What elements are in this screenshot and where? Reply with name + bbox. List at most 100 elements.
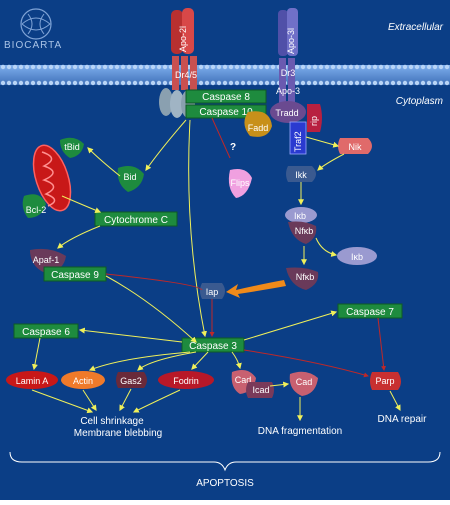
bcl2-node: Bcl-2	[22, 194, 47, 218]
lipid-head	[120, 64, 126, 70]
lipid-head	[402, 80, 408, 86]
arrow-cad-release	[269, 381, 290, 388]
ikb-free: Iκb	[337, 247, 377, 265]
arrow-cytc-apaf1	[57, 225, 101, 249]
lipid-head	[414, 80, 420, 86]
gas2-node: Gas2	[116, 372, 147, 388]
apoptosis-brace	[9, 451, 441, 472]
arrow-casp3-casp7	[243, 310, 338, 341]
lipid-head	[216, 64, 222, 70]
lipid-head	[366, 80, 372, 86]
lipid-head	[84, 80, 90, 86]
lipid-head	[426, 80, 432, 86]
lipid-head	[396, 80, 402, 86]
lipid-head	[264, 80, 270, 86]
arrow-gas2-out	[119, 388, 132, 412]
nfkb-free: Nfκb	[286, 267, 319, 290]
lipid-head	[438, 80, 444, 86]
lipid-head	[228, 64, 234, 70]
lipid-head	[354, 64, 360, 70]
arrow-fodrin-out	[132, 389, 181, 413]
tradd-node: Tradd	[270, 101, 306, 123]
lipid-head	[60, 64, 66, 70]
lipid-head	[318, 80, 324, 86]
arrow-parp-repair	[389, 390, 401, 412]
arrow-casp8-bid	[145, 119, 187, 171]
fadd-label: Fadd	[248, 123, 269, 133]
bid-label: Bid	[123, 172, 136, 182]
lipid-head	[156, 80, 162, 86]
lipid-head	[390, 80, 396, 86]
lipid-head	[96, 80, 102, 86]
lipid-head	[432, 80, 438, 86]
arrow-bid-tbid	[87, 147, 121, 177]
lipid-head	[252, 80, 258, 86]
arrow-casp3-casp6	[78, 327, 183, 343]
lipid-head	[312, 64, 318, 70]
lipid-head	[318, 64, 324, 70]
lipid-head	[378, 64, 384, 70]
lipid-head	[306, 64, 312, 70]
lipid-head	[216, 80, 222, 86]
lipid-head	[72, 80, 78, 86]
lipid-head	[66, 64, 72, 70]
lamin-a-label: Lamin A	[16, 376, 49, 386]
lamin-a-node: Lamin A	[6, 371, 58, 389]
caspase9-label: Caspase 9	[51, 270, 99, 281]
apoptosis-label: APOPTOSIS	[196, 478, 254, 489]
lipid-head	[300, 64, 306, 70]
lipid-head	[444, 64, 450, 70]
brand-label: BIOCARTA	[4, 40, 62, 51]
lipid-head	[0, 80, 6, 86]
lipid-head	[114, 64, 120, 70]
flips-node: Flips	[228, 169, 252, 198]
apo2l-label: Apo-2l	[178, 26, 188, 52]
lipid-head	[54, 80, 60, 86]
lipid-head	[108, 64, 114, 70]
lipid-head	[348, 64, 354, 70]
cytoplasm-label: Cytoplasm	[396, 96, 443, 107]
lipid-head	[432, 64, 438, 70]
lipid-head	[258, 80, 264, 86]
nfkb1-label: Nfκb	[295, 226, 314, 236]
lipid-head	[162, 80, 168, 86]
lipid-head	[270, 64, 276, 70]
lipid-head	[408, 64, 414, 70]
apo2l-ligand: Apo-2l	[171, 8, 194, 54]
arrow-casp6-lamin	[31, 337, 41, 371]
lipid-head	[198, 80, 204, 86]
mitochondrion	[32, 144, 72, 212]
lipid-head	[42, 64, 48, 70]
arrow-lamin-out	[31, 389, 94, 414]
caspase3-label: Caspase 3	[189, 341, 237, 352]
lipid-head	[240, 64, 246, 70]
lipid-head	[228, 80, 234, 86]
lipid-head	[408, 80, 414, 86]
dr45-label: Dr4/5	[175, 70, 197, 80]
inhibition-arrows	[105, 117, 387, 378]
lipid-head	[54, 64, 60, 70]
lipid-head	[234, 64, 240, 70]
nik-label: Nik	[349, 142, 362, 152]
apo3-label: Apo-3	[276, 86, 300, 96]
lipid-head	[72, 64, 78, 70]
lipid-head	[144, 80, 150, 86]
lipid-head	[162, 64, 168, 70]
fadd-node: Fadd	[244, 111, 272, 137]
actin-node: Actin	[61, 371, 105, 389]
lipid-head	[222, 80, 228, 86]
lipid-head	[264, 64, 270, 70]
lipid-head	[198, 64, 204, 70]
bcl2-label: Bcl-2	[26, 205, 47, 215]
lipid-head	[390, 64, 396, 70]
traf2-label: Traf2	[293, 131, 303, 152]
nik-node: Nik	[338, 138, 372, 154]
lipid-head	[204, 64, 210, 70]
lipid-head	[252, 64, 258, 70]
lipid-head	[240, 80, 246, 86]
lipid-head	[66, 80, 72, 86]
lipid-head	[306, 80, 312, 86]
arrow-casp3-fodrin	[191, 351, 209, 370]
lipid-head	[138, 64, 144, 70]
